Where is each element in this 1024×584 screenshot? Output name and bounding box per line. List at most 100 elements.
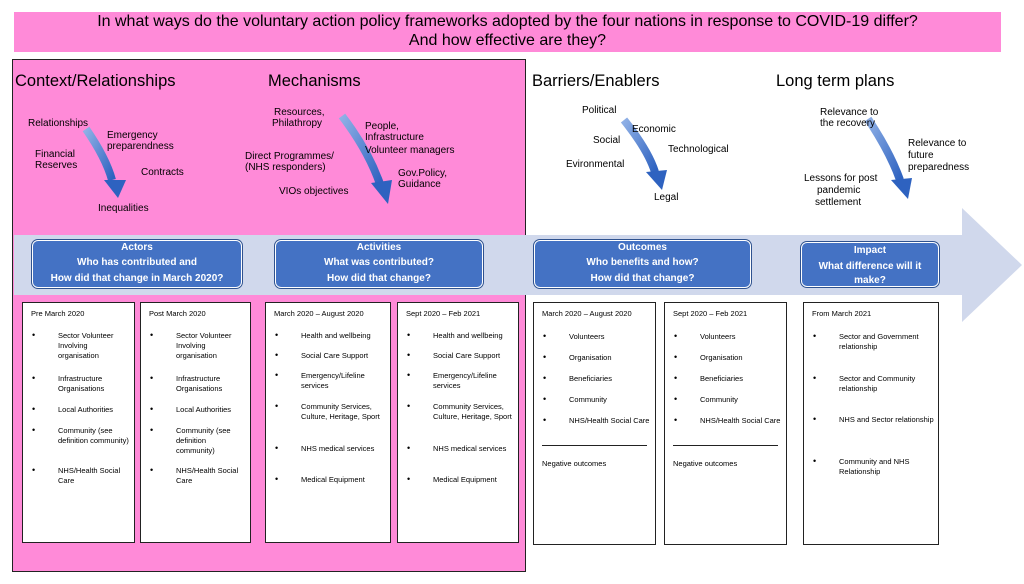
list-item: • Emergency/Lifeline services <box>274 370 386 402</box>
list-item: • Organisation <box>673 352 782 374</box>
bullet: • <box>275 350 279 360</box>
bullet: • <box>32 330 36 340</box>
bullet: • <box>407 443 411 453</box>
term-gov-2: Guidance <box>398 179 441 190</box>
bullet: • <box>275 401 279 411</box>
list-item-text: Infrastructure Organisations <box>176 374 223 393</box>
bullet: • <box>32 373 36 383</box>
list-item: • Sector Volunteer Involving organisation <box>149 330 246 374</box>
term-future-3: preparedness <box>908 162 970 173</box>
list-item-text: Volunteers <box>700 332 736 341</box>
list-item: • Community and NHS Relationship <box>812 456 934 477</box>
list-item-text: Emergency/Lifeline services <box>301 371 365 390</box>
term-political: Political <box>582 105 617 116</box>
term-vios: VIOs objectives <box>279 186 349 197</box>
term-contracts: Contracts <box>141 167 184 178</box>
list-item: •Sector and Community relationship <box>812 373 934 415</box>
list-item-text: Community Services, Culture, Heritage, S… <box>301 402 380 421</box>
stage-activities-title: Activities <box>356 242 402 253</box>
term-recovery-1: Relevance to <box>820 107 879 118</box>
list-item: •Infrastructure Organisations <box>31 373 130 405</box>
bullet: • <box>32 404 36 414</box>
stage-box-impact: Impact What difference will it make? <box>801 242 939 287</box>
timeline-arrow <box>14 208 1022 322</box>
term-future-1: Relevance to <box>908 138 967 149</box>
list-item: • Beneficiaries <box>542 373 651 395</box>
stage-box-actors: Actors Who has contributed and How did t… <box>32 240 242 288</box>
bullet: • <box>32 425 36 435</box>
card-header: Post March 2020 <box>149 309 206 318</box>
term-emergency-2: preparendness <box>107 141 174 152</box>
term-social: Social <box>593 135 621 146</box>
term-people-1: People, <box>365 121 399 132</box>
section-title-mechanisms: Mechanisms <box>268 72 361 90</box>
list-item-text: Community (see definition community) <box>58 426 129 445</box>
term-economic: Economic <box>632 124 676 135</box>
list-item: •Local Authorities <box>149 404 246 426</box>
card-header: Sept 2020 – Feb 2021 <box>673 309 748 318</box>
bullet: • <box>150 330 154 340</box>
bullet: • <box>543 373 547 383</box>
list-item-text: Organisation <box>700 353 743 362</box>
question-title-line-1: In what ways do the voluntary action pol… <box>97 13 918 30</box>
list-item-text: Volunteers <box>569 332 605 341</box>
card-activities-mar-aug-2020: March 2020 – August 2020 •Health and wel… <box>265 302 391 543</box>
bullet: • <box>275 474 279 484</box>
stage-outcomes-title: Outcomes <box>618 242 667 253</box>
term-inequalities: Inequalities <box>98 203 149 214</box>
term-future-2: future <box>908 150 934 161</box>
list-item-text: Sector Volunteer Involving organisation <box>176 331 232 360</box>
stage-impact-title: Impact <box>853 245 887 256</box>
list-item-text: Local Authorities <box>176 405 232 414</box>
list-item: •Social Care Support <box>274 350 386 371</box>
list-item-text: Sector and Government relationship <box>839 332 919 351</box>
card-impact-from-march-2021: From March 2021 • Sector and Government r… <box>803 302 939 545</box>
list-item-text: Health and wellbeing <box>433 331 503 340</box>
list-item: •Community Services, Culture, Heritage, … <box>406 401 514 444</box>
list-item-text: Health and wellbeing <box>301 331 371 340</box>
bullet: • <box>674 331 678 341</box>
bullet: • <box>813 456 817 466</box>
stage-box-outcomes: Outcomes Who benefits and how? How did t… <box>534 240 751 288</box>
list-item: •NHS/Health Social Care <box>673 415 782 426</box>
list-item-text: Community and NHS Relationship <box>839 457 910 476</box>
bullet: • <box>674 352 678 362</box>
list-item: • Community Services, Culture, Heritage, … <box>274 401 386 444</box>
card-activities-sep-2020-feb-2021: Sept 2020 – Feb 2021 •Health and wellbei… <box>397 302 519 543</box>
bullet: • <box>275 370 279 380</box>
term-people-3: Volunteer managers <box>365 145 455 156</box>
term-lessons-1: Lessons for post <box>804 173 878 184</box>
bullet: • <box>407 350 411 360</box>
stage-actors-title: Actors <box>121 242 153 253</box>
bullet: • <box>407 474 411 484</box>
stage-impact-line-2: What difference will it <box>818 261 922 272</box>
list-item: • Sector and Government relationship <box>812 331 934 374</box>
list-item: •Sector Volunteer Involving organisation <box>31 330 130 374</box>
bullet: • <box>32 465 36 475</box>
negative-outcomes-label: Negative outcomes <box>673 459 738 468</box>
list-item-text: Organisation <box>569 353 612 362</box>
list-item: • Volunteers <box>673 331 782 353</box>
longterm-curved-arrow <box>864 116 912 199</box>
bullet: • <box>275 443 279 453</box>
list-item-text: NHS/Health Social Care <box>700 416 781 425</box>
stage-outcomes-line-3: How did that change? <box>590 273 695 284</box>
term-resources-1: Resources, <box>274 107 325 118</box>
list-item-text: Community Services, Culture, Heritage, S… <box>433 402 512 421</box>
card-header: From March 2021 <box>812 309 872 318</box>
section-title-context: Context/Relationships <box>15 72 176 90</box>
bullet: • <box>813 331 817 341</box>
list-item: •NHS/Health Social Care <box>149 465 246 486</box>
stage-box-activities: Activities What was contributed? How did… <box>275 240 483 288</box>
bullet: • <box>543 331 547 341</box>
list-item: • Community (see definition community) <box>31 425 130 466</box>
list-item: •NHS/Health Social Care <box>31 465 130 486</box>
list-item-text: Beneficiaries <box>569 374 612 383</box>
stage-activities-line-2: What was contributed? <box>324 257 434 268</box>
list-item-text: Local Authorities <box>58 405 114 414</box>
list-item-text: Sector and Community relationship <box>839 374 916 393</box>
question-title-box: In what ways do the voluntary action pol… <box>14 12 1001 52</box>
term-direct-1: Direct Programmes/ <box>245 151 334 162</box>
stage-activities-line-3: How did that change? <box>327 273 431 284</box>
list-item: •NHS medical services <box>274 443 386 475</box>
